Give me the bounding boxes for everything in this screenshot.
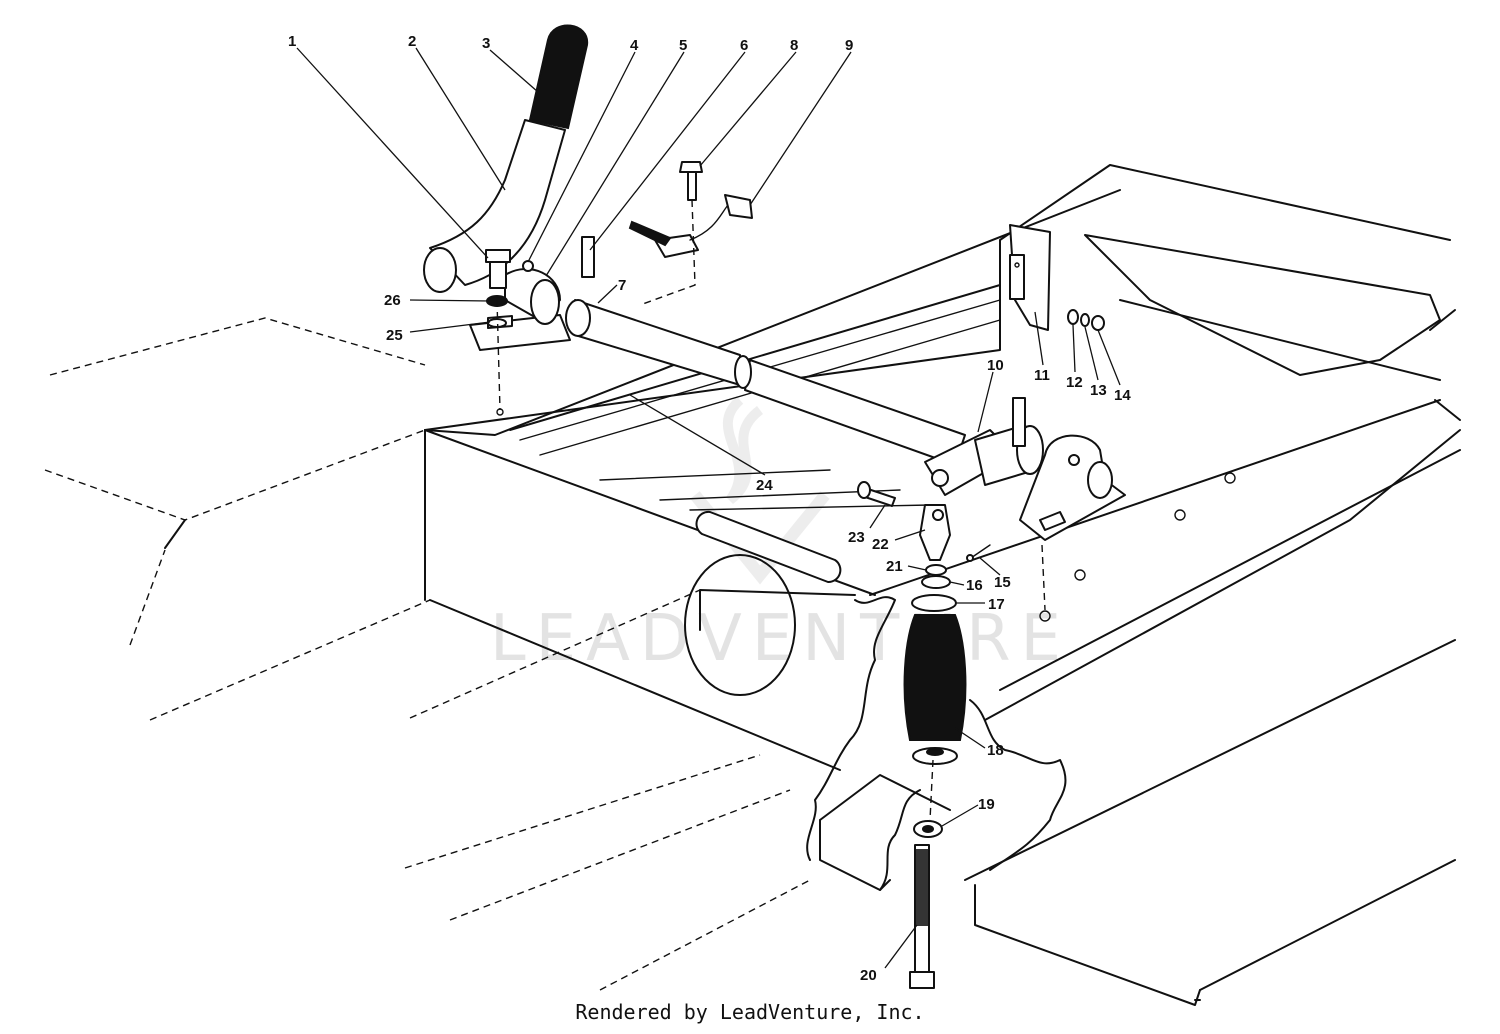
callout-22: 22 (872, 536, 889, 553)
callout-2: 2 (408, 33, 416, 50)
clevis-assembly (857, 481, 991, 612)
callout-17: 17 (988, 596, 1005, 613)
callout-21: 21 (886, 558, 903, 575)
callout-26: 26 (384, 292, 401, 309)
bolt-20 (909, 844, 935, 989)
footer-credit: Rendered by LeadVenture, Inc. (575, 1000, 925, 1024)
callout-10: 10 (987, 357, 1004, 374)
right-lift-arm (924, 397, 1126, 541)
lift-shaft (565, 299, 966, 466)
callout-1: 1 (288, 33, 296, 50)
callout-9: 9 (845, 37, 853, 54)
handle-grip (528, 24, 589, 130)
callout-5: 5 (679, 37, 687, 54)
switch-clamp (628, 194, 753, 258)
leader-lines (296, 47, 1121, 969)
callout-20: 20 (860, 967, 877, 984)
callout-labels: 1 2 3 4 5 6 7 8 9 10 11 12 13 14 15 16 1… (288, 33, 1131, 984)
callout-4: 4 (630, 37, 639, 54)
callout-18: 18 (987, 742, 1004, 759)
callout-19: 19 (978, 796, 995, 813)
callout-16: 16 (966, 577, 983, 594)
callout-13: 13 (1090, 382, 1107, 399)
callout-7: 7 (618, 277, 626, 294)
mounting-plate (1009, 224, 1105, 331)
callout-12: 12 (1066, 374, 1083, 391)
washer-19 (913, 820, 943, 838)
callout-6: 6 (740, 37, 748, 54)
callout-14: 14 (1114, 387, 1131, 404)
bolt-8 (679, 161, 703, 201)
callout-15: 15 (994, 574, 1011, 591)
callout-23: 23 (848, 529, 865, 546)
watermark-text: LEADVENTURE (490, 602, 1071, 676)
callout-25: 25 (386, 327, 403, 344)
callout-8: 8 (790, 37, 798, 54)
spring (903, 614, 967, 765)
callout-11: 11 (1034, 367, 1050, 384)
left-pivot-bracket (469, 249, 571, 351)
callout-24: 24 (756, 477, 773, 494)
callout-3: 3 (482, 35, 490, 52)
pin-6 (581, 236, 595, 278)
tractor-frame (44, 164, 1461, 1006)
